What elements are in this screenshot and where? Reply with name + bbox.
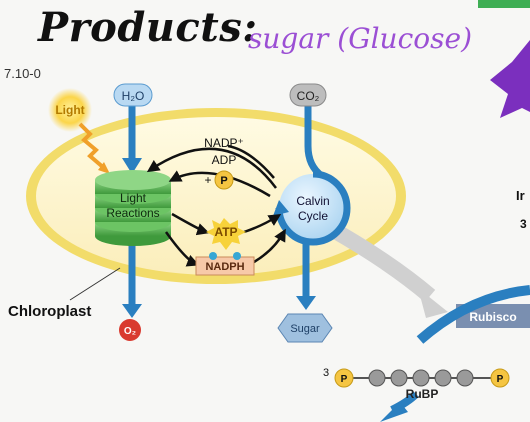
sugar-arrow-head <box>296 296 316 310</box>
nadph-label: NADPH <box>205 261 244 273</box>
handwritten-heading: Products: <box>38 4 258 51</box>
sugar-hexagon <box>277 313 333 343</box>
star-icon <box>490 40 530 118</box>
calvin-label-2: Cycle <box>298 209 328 223</box>
rubp-p-right-label: P <box>497 374 504 385</box>
atp-forward-arrow-out <box>243 214 282 234</box>
calvin-label-1: Calvin <box>296 194 329 208</box>
oxygen-arrow-head <box>122 304 142 318</box>
atp-forward-arrow-in <box>171 212 210 236</box>
adp-return-arrow <box>227 144 275 179</box>
sugar-label: Sugar <box>290 323 320 335</box>
rubp-phosphate-right <box>490 368 510 388</box>
rubp-p-left-label: P <box>341 374 348 385</box>
atp-burst-icon <box>206 218 246 250</box>
adp-return-arrow-2 <box>168 170 271 198</box>
handwritten-subheading: sugar (Glucose) <box>248 22 472 55</box>
light-reactions-thylakoid-stack <box>95 170 171 246</box>
gray-arrow-shaft <box>326 221 436 303</box>
nadp-label: NADP⁺ <box>204 136 244 150</box>
nadph-forward-arrow-out <box>253 228 286 264</box>
water-label: H₂O <box>122 89 145 103</box>
rubp-phosphate-left <box>334 368 354 388</box>
oxygen-circle <box>119 319 141 341</box>
gray-arrow-head <box>418 288 448 318</box>
electron-dot-2 <box>233 252 241 260</box>
rubisco-label: Rubisco <box>469 310 516 324</box>
green-edge-shape <box>478 0 530 8</box>
water-pill <box>113 83 153 107</box>
rubp-count-label: 3 <box>323 367 329 379</box>
chloroplast-pointer-line <box>69 267 121 301</box>
co2-label: CO₂ <box>297 89 320 103</box>
calvin-cycle-shape <box>273 170 351 246</box>
co2-pill <box>289 83 327 107</box>
plus-label: + <box>204 173 211 187</box>
nadph-forward-arrow-in <box>164 231 200 267</box>
phosphate-circle <box>214 170 234 190</box>
rubp-label: RuBP <box>406 387 439 401</box>
sun-icon <box>48 88 92 132</box>
water-arrow-head <box>122 158 142 174</box>
electron-dot-1 <box>209 252 217 260</box>
phosphate-label: P <box>220 175 227 187</box>
rubisco-arrow <box>416 285 530 344</box>
figure-number: 7.10-0 <box>4 66 41 81</box>
atp-label: ATP <box>214 225 237 239</box>
adp-label: ADP <box>212 153 237 167</box>
bottom-arrow-shaft <box>390 391 419 414</box>
light-label: Light <box>55 103 84 117</box>
light-reactions-label-1: Light <box>120 191 147 205</box>
rubp-chain <box>334 368 510 388</box>
light-zigzag-arrow-head <box>98 162 110 174</box>
right-edge-text-1: Ir <box>516 188 525 203</box>
nadp-return-arrow <box>146 147 277 189</box>
chloroplast-label: Chloroplast <box>8 303 91 320</box>
light-zigzag-arrow <box>78 122 106 170</box>
right-edge-text-2: 3 <box>520 217 527 231</box>
oxygen-label: O₂ <box>124 326 136 337</box>
nadph-box <box>195 256 255 276</box>
light-reactions-label-2: Reactions <box>106 206 159 220</box>
